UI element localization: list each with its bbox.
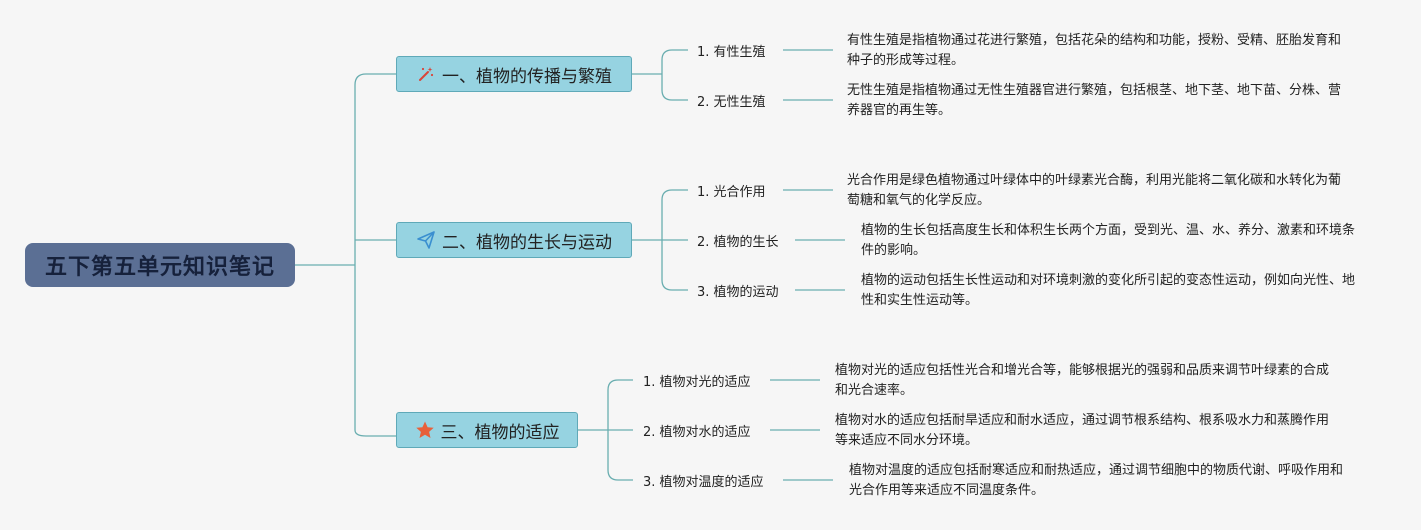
leaf-plant-movement[interactable]: 3. 植物的运动 — [697, 285, 779, 300]
leaf-asexual-reproduction[interactable]: 2. 无性生殖 — [697, 95, 766, 110]
leaf-temperature-adaptation[interactable]: 3. 植物对温度的适应 — [643, 475, 764, 490]
star-icon — [415, 420, 435, 440]
leaf-desc: 植物对水的适应包括耐旱适应和耐水适应，通过调节根系结构、根系吸水力和蒸腾作用等来… — [835, 413, 1330, 448]
leaf-desc: 植物对温度的适应包括耐寒适应和耐热适应，通过调节细胞中的物质代谢、呼吸作用和光合… — [849, 463, 1344, 498]
leaf-water-adaptation[interactable]: 2. 植物对水的适应 — [643, 425, 751, 440]
leaf-desc: 光合作用是绿色植物通过叶绿体中的叶绿素光合酶，利用光能将二氧化碳和水转化为葡萄糖… — [847, 173, 1342, 208]
leaf-light-adaptation[interactable]: 1. 植物对光的适应 — [643, 375, 751, 390]
connector-b2 — [632, 189, 688, 291]
root-topic[interactable]: 五下第五单元知识笔记 — [25, 243, 295, 287]
leaf-desc: 植物对光的适应包括性光合和增光合等，能够根据光的强弱和品质来调节叶绿素的合成和光… — [835, 363, 1330, 398]
branch-label: 三、植物的适应 — [440, 422, 560, 443]
leaf-photosynthesis[interactable]: 1. 光合作用 — [697, 185, 766, 200]
leaf-desc: 植物的生长包括高度生长和体积生长两个方面，受到光、温、水、养分、激素和环境条件的… — [861, 223, 1356, 258]
magic-wand-icon — [416, 64, 436, 84]
branch-label: 二、植物的生长与运动 — [442, 232, 612, 253]
root-topic-label: 五下第五单元知识笔记 — [44, 255, 275, 280]
connector-b1 — [632, 49, 688, 101]
branch-growth-movement[interactable]: 二、植物的生长与运动 — [396, 222, 632, 258]
leaf-desc: 植物的运动包括生长性运动和对环境刺激的变化所引起的变态性运动，例如向光性、地性和… — [861, 273, 1356, 308]
branch-propagation[interactable]: 一、植物的传播与繁殖 — [396, 56, 632, 92]
connector-trunk — [354, 73, 396, 437]
leaf-sexual-reproduction[interactable]: 1. 有性生殖 — [697, 45, 766, 60]
branch-adaptation[interactable]: 三、植物的适应 — [396, 412, 578, 448]
branch-label: 一、植物的传播与繁殖 — [442, 66, 612, 87]
leaf-desc: 有性生殖是指植物通过花进行繁殖，包括花朵的结构和功能，授粉、受精、胚胎发育和种子… — [847, 33, 1342, 68]
connector-b3 — [578, 379, 633, 481]
leaf-plant-growth[interactable]: 2. 植物的生长 — [697, 235, 779, 250]
paper-plane-icon — [416, 230, 436, 250]
leaf-desc: 无性生殖是指植物通过无性生殖器官进行繁殖，包括根茎、地下茎、地下苗、分株、营养器… — [847, 83, 1342, 118]
